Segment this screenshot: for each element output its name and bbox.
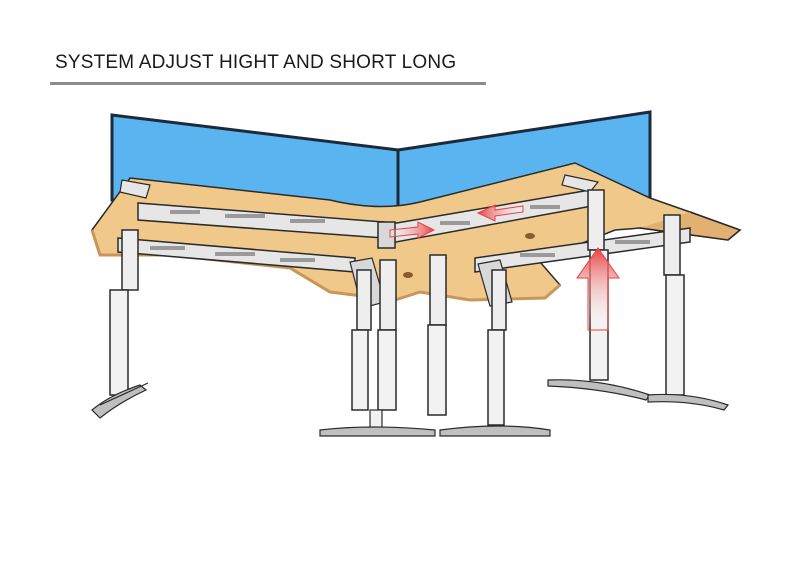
foot-center-left	[319, 426, 436, 437]
frame-beam-right-lower	[474, 227, 691, 273]
foot-center-right	[439, 425, 551, 437]
leg-center-back	[427, 254, 447, 416]
lift-up-arrow	[576, 247, 620, 331]
title-underline	[50, 82, 486, 85]
slide-left-arrow	[476, 204, 524, 222]
diagram-title: SYSTEM ADJUST HIGHT AND SHORT LONG	[55, 52, 457, 73]
foot-right-front	[547, 379, 652, 401]
leg-mid-right	[487, 269, 507, 426]
leg-center-front	[369, 259, 397, 431]
leg-front-left	[91, 229, 149, 419]
foot-right-back	[647, 393, 730, 411]
slide-right-arrow	[389, 221, 436, 239]
leg-mid-left-back	[351, 269, 372, 411]
